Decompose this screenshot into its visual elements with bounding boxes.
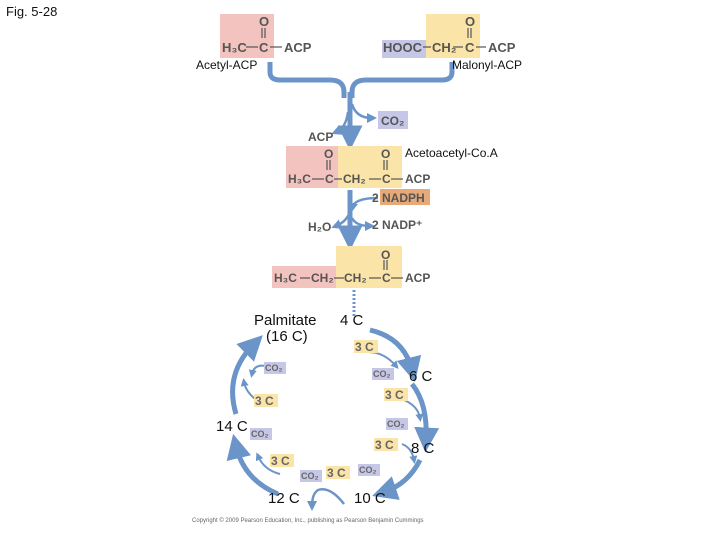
acetoacetyl-yellow: [338, 146, 402, 188]
malonyl-carbon: C: [465, 40, 475, 55]
butyryl-pink: [272, 266, 336, 288]
palmitate-carbon-count: (16 C): [266, 328, 308, 345]
cycle-3c-5: 3 C: [271, 454, 290, 468]
cycle-co2-5: CO₂: [251, 429, 269, 439]
cycle-co2-1: CO₂: [373, 369, 391, 379]
cycle-co2-box-6: [264, 362, 286, 374]
stage-4c: 4 C: [340, 312, 364, 329]
nadp-text: 2 NADP⁺: [372, 218, 423, 232]
cycle-3c-box-2: [384, 388, 408, 401]
nadph-text: 2 NADPH: [372, 191, 425, 205]
cycle-co2-2: CO₂: [387, 419, 405, 429]
cycle-arc-6-to-8: [409, 382, 440, 453]
palmitate-label: Palmitate: [254, 312, 317, 329]
figure-label: Fig. 5-28: [6, 4, 58, 19]
cycle-co2-box-1: [372, 368, 394, 380]
cycle-arc-4-to-6: [369, 327, 422, 383]
h2o-release-arrow: [331, 211, 352, 229]
bu-oxygen: O: [381, 248, 391, 262]
cycle-arc-8-to-10: [372, 458, 423, 500]
cycle-co2-box-2: [386, 418, 408, 430]
acp-release-arrow: [331, 111, 350, 135]
aa-h3c: H₃C: [288, 172, 311, 186]
acetyl-merge-arrow: [267, 62, 347, 98]
bu-ch2-b: CH₂: [344, 271, 367, 285]
aa-carbon-1: C: [325, 172, 334, 186]
cycle-3c-2: 3 C: [385, 388, 404, 402]
cycle-co2-6: CO₂: [265, 363, 283, 373]
nadph-input-arrow: [348, 196, 379, 213]
cycle-arc-14-to-16: [230, 335, 263, 415]
co2-release-arrow: [350, 103, 377, 123]
acetoacetyl-label: Acetoacetyl-Co.A: [405, 146, 498, 160]
stage-8c: 8 C: [411, 440, 435, 457]
stage-6c: 6 C: [409, 368, 433, 385]
cycle-co2-arrow-c: [401, 443, 418, 464]
acetyl-acp: ACP: [284, 40, 312, 55]
acetyl-h3c: H₃C: [222, 40, 247, 55]
cycle-arc-10-to-12: [307, 488, 345, 511]
acetyl-oxygen: O: [259, 14, 270, 29]
cycle-3c-box-3: [374, 438, 398, 451]
malonyl-highlight-hooc: [382, 40, 426, 58]
malonyl-acp: ACP: [488, 40, 516, 55]
cycle-3c-4: 3 C: [327, 466, 346, 480]
stage-12c: 12 C: [268, 490, 300, 507]
acetyl-acp-label: Acetyl-ACP: [196, 58, 258, 72]
stage-10c: 10 C: [354, 490, 386, 507]
nadph-highlight: [380, 189, 430, 205]
bu-h3c: H₃C: [274, 271, 297, 285]
cycle-3c-box-6: [254, 394, 278, 407]
copyright-notice: Copyright © 2009 Pearson Education, Inc.…: [192, 518, 424, 524]
cycle-3c-box-1: [354, 340, 378, 353]
condensation-acp: ACP: [308, 130, 334, 144]
cycle-co2-arrow-a: [367, 351, 399, 370]
cycle-co2-box-5: [250, 428, 272, 440]
bu-ch2-a: CH₂: [311, 271, 334, 285]
co2-highlight: [378, 111, 408, 129]
cycle-co2-box-4: [300, 470, 322, 482]
cycle-co2-3: CO₂: [359, 465, 377, 475]
h2o-text: H₂O: [308, 220, 332, 234]
cycle-co2-arrow-f: [248, 364, 267, 378]
cycle-3c-6: 3 C: [255, 394, 274, 408]
bu-acp: ACP: [405, 271, 431, 285]
malonyl-ch2: CH₂: [432, 40, 457, 55]
stage-14c: 14 C: [216, 418, 248, 435]
aa-ch2: CH₂: [343, 172, 366, 186]
bu-carbon: C: [382, 271, 391, 285]
condensation-co2: CO₂: [381, 114, 405, 128]
malonyl-merge-arrow: [349, 62, 455, 98]
malonyl-hooc: HOOC: [383, 40, 422, 55]
cycle-co2-4: CO₂: [301, 471, 319, 481]
aa-carbon-2: C: [382, 172, 391, 186]
cycle-co2-arrow-d: [255, 452, 281, 475]
cycle-arc-12-to-14: [226, 433, 279, 497]
cycle-3c-1: 3 C: [355, 340, 374, 354]
acetoacetyl-pink: [286, 146, 338, 188]
malonyl-oxygen: O: [465, 14, 476, 29]
cycle-co2-box-3: [358, 464, 380, 476]
malonyl-acp-label: Malonyl-ACP: [452, 58, 523, 72]
aa-oxygen-2: O: [381, 147, 391, 161]
butyryl-yellow: [336, 246, 402, 288]
nadp-release-arrow: [350, 217, 375, 231]
aa-oxygen-1: O: [324, 147, 334, 161]
cycle-3c-box-4: [326, 466, 350, 479]
aa-acp: ACP: [405, 172, 431, 186]
cycle-3c-box-5: [270, 454, 294, 467]
cycle-co2-arrow-b: [403, 399, 424, 422]
cycle-3c-3: 3 C: [375, 438, 394, 452]
acetyl-carbon: C: [259, 40, 269, 55]
